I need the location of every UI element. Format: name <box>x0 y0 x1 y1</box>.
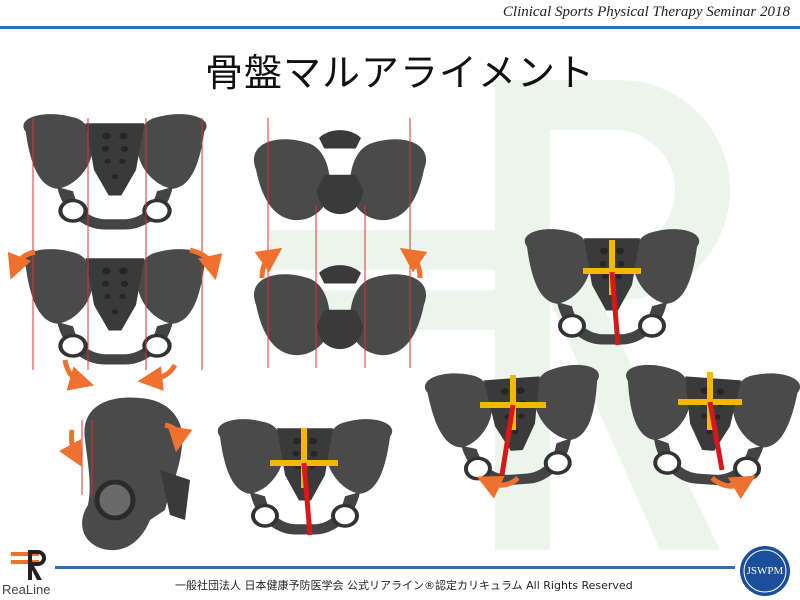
pelvis-top-rotated <box>253 265 427 356</box>
pelvis-front-axis-1 <box>215 417 395 537</box>
pelvis-front-neutral <box>23 114 206 229</box>
pelvis-front-axis-4 <box>616 361 800 493</box>
pelvis-front-axis-3 <box>422 361 609 493</box>
pelvis-lateral-view <box>82 397 190 551</box>
slide-title: 骨盤マルアライメント <box>204 51 595 95</box>
rotation-arrow-icon <box>476 476 520 499</box>
rotation-arrow-icon <box>59 422 193 467</box>
rotation-arrow-icon <box>7 247 223 392</box>
jswpm-logo-label: JSWPM <box>747 565 784 577</box>
header-divider <box>0 26 800 29</box>
realine-logo-icon <box>11 550 46 580</box>
jswpm-logo-icon: JSWPM <box>740 546 790 596</box>
footer-copyright: 一般社団法人 日本健康予防医学会 公式リアライン®認定カリキュラム All Ri… <box>175 579 633 592</box>
footer-divider <box>55 566 735 569</box>
rotation-arrow-icon <box>254 247 428 279</box>
pelvis-top-neutral <box>253 130 427 221</box>
pelvis-front-rotated <box>23 249 206 364</box>
vertical-guide-lines-left <box>32 118 203 370</box>
vertical-guide-lines-lateral <box>81 420 93 495</box>
vertical-guide-lines-middle <box>267 118 411 368</box>
rotation-arrow-icon <box>710 475 756 500</box>
realine-logo-label: ReaLine <box>2 582 51 597</box>
seminar-title: Clinical Sports Physical Therapy Seminar… <box>502 4 790 20</box>
pelvis-front-axis-2 <box>522 227 702 347</box>
